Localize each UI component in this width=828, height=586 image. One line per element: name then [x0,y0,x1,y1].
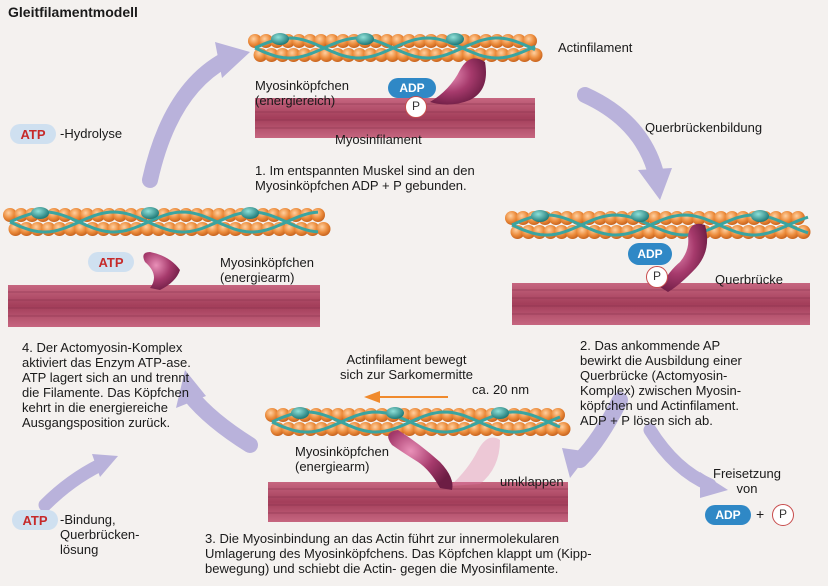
hydrolysis-label: -Hydrolyse [60,126,123,141]
tropomyosin-strand [271,410,561,434]
hydrolysis-atp-badge: ATP [10,124,56,144]
panel-bottom-myosin-head-ghost [450,437,500,486]
binding-label: -Bindung, Querbrücken- lösung [60,512,140,557]
panel-right-actin-filament [505,210,811,239]
release-plus: + [756,506,765,522]
left-myosin-head-label: Myosinköpfchen (energiearm) [220,255,314,285]
panel-bottom-myosin-filament [268,482,568,522]
caption-step-3: 3. Die Myosinbindung an das Actin führt … [205,531,592,576]
distance-label: ca. 20 nm [472,382,530,397]
troponin-bead [356,33,374,45]
actin-bead [3,208,17,222]
actin-bead [528,48,543,62]
myosin-filament-label: Myosinfilament [335,132,422,147]
flip-label: umklappen [500,474,564,489]
panel-bottom-actin-filament [265,407,571,436]
panel-bottom-myosin-head [388,430,453,490]
diagram-title: Gleitfilamentmodell [8,4,138,20]
actin-bead [505,211,519,225]
tropomyosin-strand [254,36,536,60]
troponin-bead [531,210,549,222]
troponin-bead [31,207,49,219]
release-arrow [643,423,728,498]
actin-bead [248,34,262,48]
panel-right-crossbridge-head [660,223,708,292]
release-adp-badge: ADP [705,505,751,525]
top-phosphate-badge: P [405,96,427,118]
panel-right-myosin-filament [512,283,810,325]
troponin-bead [751,210,769,222]
cycle-arrow-bottom-left [176,370,258,453]
release-label: Freisetzung von [713,466,781,496]
crossbridge-label: Querbrücke [715,272,783,287]
troponin-bead [141,207,159,219]
cycle-arrow-top-left [142,42,250,188]
caption-step-4: 4. Der Actomyosin-Komplex aktiviert das … [22,340,191,430]
actin-bead [556,422,571,436]
actin-movement-arrow [364,391,448,403]
actin-bead [311,208,325,222]
troponin-bead [291,407,309,419]
panel-left-myosin-head [143,252,180,290]
panel-top-myosin-filament [255,98,535,138]
top-myosin-head-label: Myosinköpfchen (energiereich) [255,78,349,108]
actin-bead [265,408,279,422]
bottom-myosin-head-label: Myosinköpfchen (energiearm) [295,444,389,474]
panel-top-myosin-head [430,58,486,105]
caption-step-1: 1. Im entspannten Muskel sind an den Myo… [255,163,475,193]
actin-movement-label: Actinfilament bewegt sich zur Sarkomermi… [340,352,473,382]
left-atp-badge: ATP [88,252,134,272]
atp-binding-arrow [38,454,118,512]
troponin-bead [446,33,464,45]
tropomyosin-strand [511,213,809,237]
troponin-bead [491,407,509,419]
cycle-arrow-top-right [577,87,672,200]
tropomyosin-strand [9,210,319,234]
cycle-arrow-bottom-right [562,392,628,478]
actin-bead [316,222,331,236]
top-adp-badge: ADP [388,78,436,98]
panel-left-myosin-filament [8,285,320,327]
tropomyosin-strand [271,410,561,434]
binding-atp-badge: ATP [12,510,58,530]
right-phosphate-badge: P [646,266,668,288]
caption-step-2: 2. Das ankommende AP bewirkt die Ausbild… [580,338,742,428]
troponin-bead [241,207,259,219]
troponin-bead [271,33,289,45]
right-adp-badge: ADP [628,243,672,265]
release-phosphate-badge: P [772,504,794,526]
troponin-bead [386,407,404,419]
panel-left-actin-filament [3,207,331,236]
troponin-bead [631,210,649,222]
panel-top-actin-filament [248,33,543,62]
tropomyosin-strand [9,210,319,234]
crossbridge-formation-label: Querbrückenbildung [645,120,763,135]
actin-filament-label: Actinfilament [558,40,633,55]
